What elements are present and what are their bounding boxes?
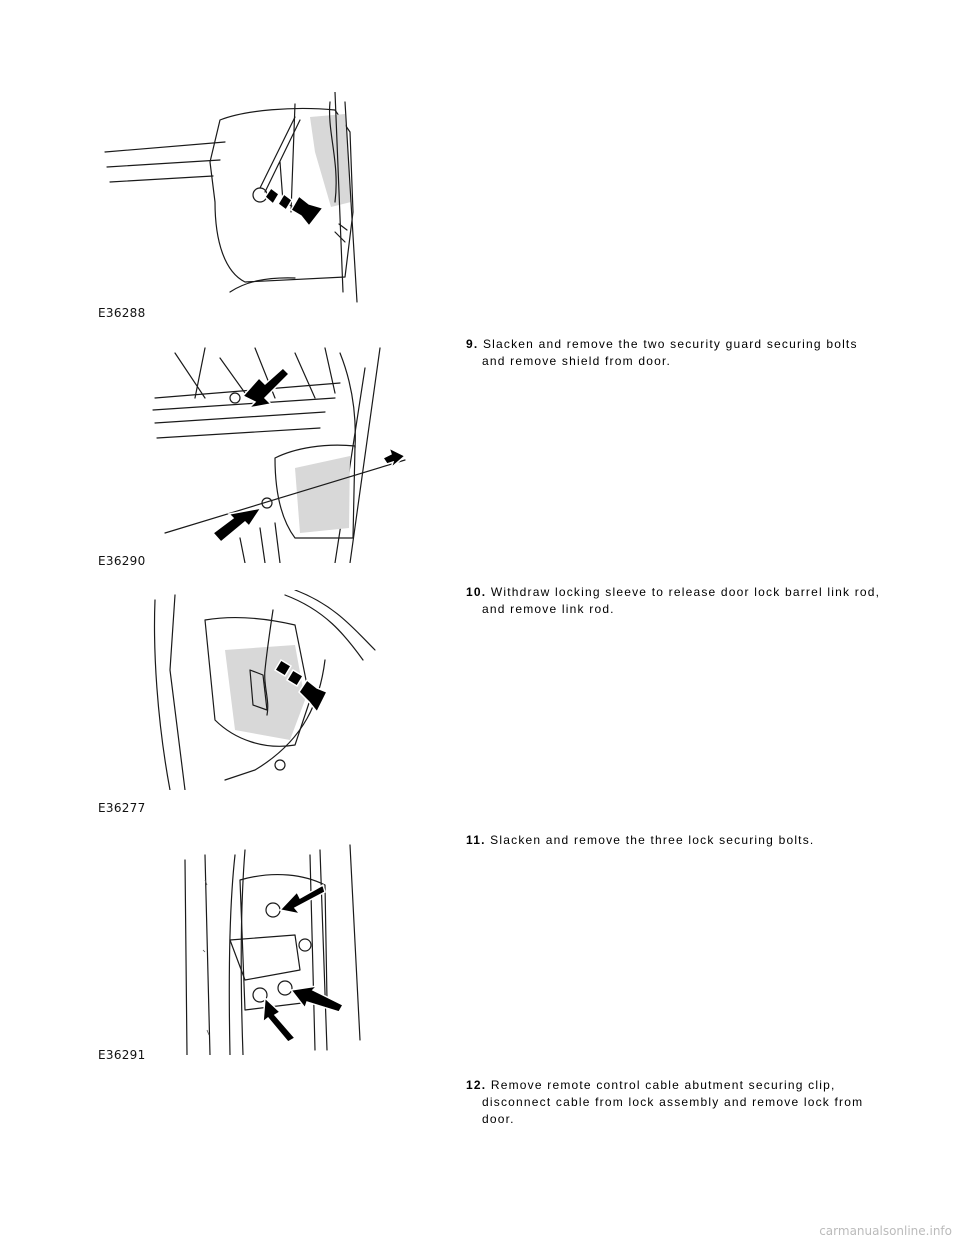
step-11: 11. Slacken and remove the three lock se… xyxy=(466,832,882,849)
figure-e36290 xyxy=(95,338,425,563)
step-text: Withdraw locking sleeve to release door … xyxy=(482,585,881,616)
step-text: Slacken and remove the three lock securi… xyxy=(490,833,815,847)
figure-label: E36288 xyxy=(98,306,146,320)
site-watermark: carmanualsonline.info xyxy=(819,1224,952,1238)
lock-securing-bolts-illustration xyxy=(95,840,375,1055)
step-number: 10. xyxy=(466,585,487,599)
security-guard-bolts-illustration xyxy=(95,338,425,563)
step-number: 9. xyxy=(466,337,479,351)
step-12: 12. Remove remote control cable abutment… xyxy=(466,1077,882,1128)
step-number: 11. xyxy=(466,833,486,847)
step-10: 10. Withdraw locking sleeve to release d… xyxy=(466,584,882,618)
figure-label: E36277 xyxy=(98,801,146,815)
step-9: 9. Slacken and remove the two security g… xyxy=(466,336,882,370)
door-lock-shield-illustration xyxy=(95,92,375,304)
lock-barrel-link-rod-illustration xyxy=(95,590,385,790)
step-number: 12. xyxy=(466,1078,487,1092)
figure-e36291 xyxy=(95,840,375,1055)
figure-e36288 xyxy=(95,92,375,304)
figure-label: E36291 xyxy=(98,1048,146,1062)
step-text: Slacken and remove the two security guar… xyxy=(482,337,858,368)
figure-e36277 xyxy=(95,590,385,790)
step-text: Remove remote control cable abutment sec… xyxy=(482,1078,864,1126)
figure-label: E36290 xyxy=(98,554,146,568)
